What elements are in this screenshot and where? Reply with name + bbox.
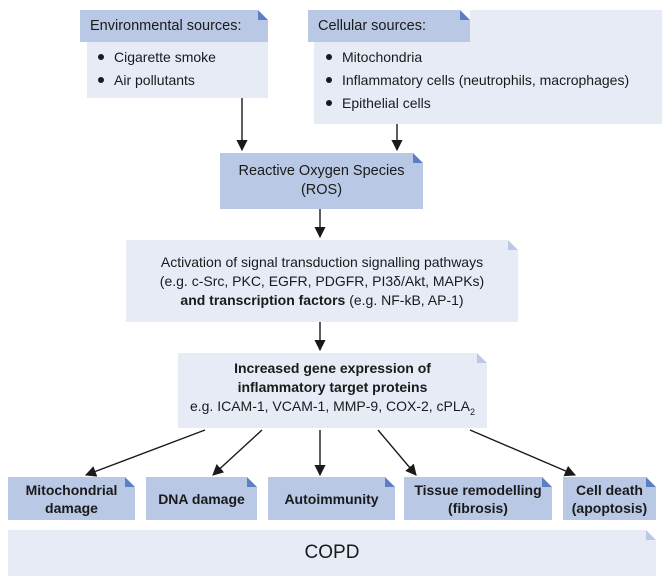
activation-line-3-rest: (e.g. NF-kB, AP-1)	[345, 291, 464, 308]
outcome-line-2: (apoptosis)	[571, 499, 648, 516]
outcome-line-1: DNA damage	[158, 490, 245, 507]
outcome-autoimmunity: Autoimmunity	[268, 477, 395, 520]
outcome-tissue-remodelling: Tissue remodelling (fibrosis)	[404, 477, 552, 520]
outcome-line-2: damage	[45, 499, 98, 516]
list-item: Epithelial cells	[320, 92, 629, 115]
ros-box: Reactive Oxygen Species (ROS)	[220, 153, 423, 209]
list-item: Cigarette smoke	[92, 46, 216, 69]
list-item: Air pollutants	[92, 69, 216, 92]
list-item: Inflammatory cells (neutrophils, macroph…	[320, 69, 629, 92]
activation-line-3: and transcription factors (e.g. NF-kB, A…	[180, 291, 463, 310]
cellular-sources-header: Cellular sources:	[308, 10, 470, 42]
outcome-dna-damage: DNA damage	[146, 477, 257, 520]
outcome-line-1: Mitochondrial	[25, 481, 118, 498]
outcome-line-1: Autoimmunity	[284, 490, 379, 507]
activation-line-1: Activation of signal transduction signal…	[160, 253, 484, 270]
outcome-cell-death: Cell death (apoptosis)	[563, 477, 656, 520]
cellular-sources-title: Cellular sources:	[318, 18, 426, 34]
arrow-to-mitochondrial	[84, 429, 206, 477]
gene-expression-proteins: e.g. ICAM-1, VCAM-1, MMP-9, COX-2, cPLA	[189, 398, 471, 415]
activation-line-3-bold: and transcription factors	[180, 291, 346, 308]
outcome-line-2: (fibrosis)	[448, 499, 508, 516]
gene-expression-line-3: e.g. ICAM-1, VCAM-1, MMP-9, COX-2, cPLA2	[190, 397, 475, 422]
gene-expression-box: Increased gene expression of inflammator…	[178, 353, 487, 428]
activation-line-2: (e.g. c-Src, PKC, EGFR, PDGFR, PI3δ/Akt,…	[159, 272, 485, 289]
environmental-sources-header: Environmental sources:	[80, 10, 268, 42]
arrow-to-tissue	[377, 429, 417, 476]
environmental-sources-title: Environmental sources:	[90, 18, 242, 34]
ros-line-1: Reactive Oxygen Species	[238, 163, 405, 179]
gene-expression-line-1: Increased gene expression of	[234, 360, 431, 377]
outcome-mitochondrial-damage: Mitochondrial damage	[8, 477, 135, 520]
environmental-sources-list: Cigarette smoke Air pollutants	[92, 46, 216, 92]
copd-label: COPD	[304, 542, 360, 563]
cellular-sources-list: Mitochondria Inflammatory cells (neutrop…	[320, 46, 629, 115]
copd-box: COPD	[8, 530, 656, 576]
arrow-to-cell-death	[469, 429, 577, 477]
list-item: Mitochondria	[320, 46, 629, 69]
arrow-to-dna	[212, 429, 263, 476]
activation-box: Activation of signal transduction signal…	[126, 240, 518, 322]
outcome-line-1: Tissue remodelling	[414, 481, 542, 498]
gene-expression-subscript: 2	[470, 406, 476, 417]
outcome-line-1: Cell death	[576, 481, 643, 498]
ros-line-2: (ROS)	[300, 182, 343, 198]
gene-expression-line-2: inflammatory target proteins	[237, 379, 428, 396]
